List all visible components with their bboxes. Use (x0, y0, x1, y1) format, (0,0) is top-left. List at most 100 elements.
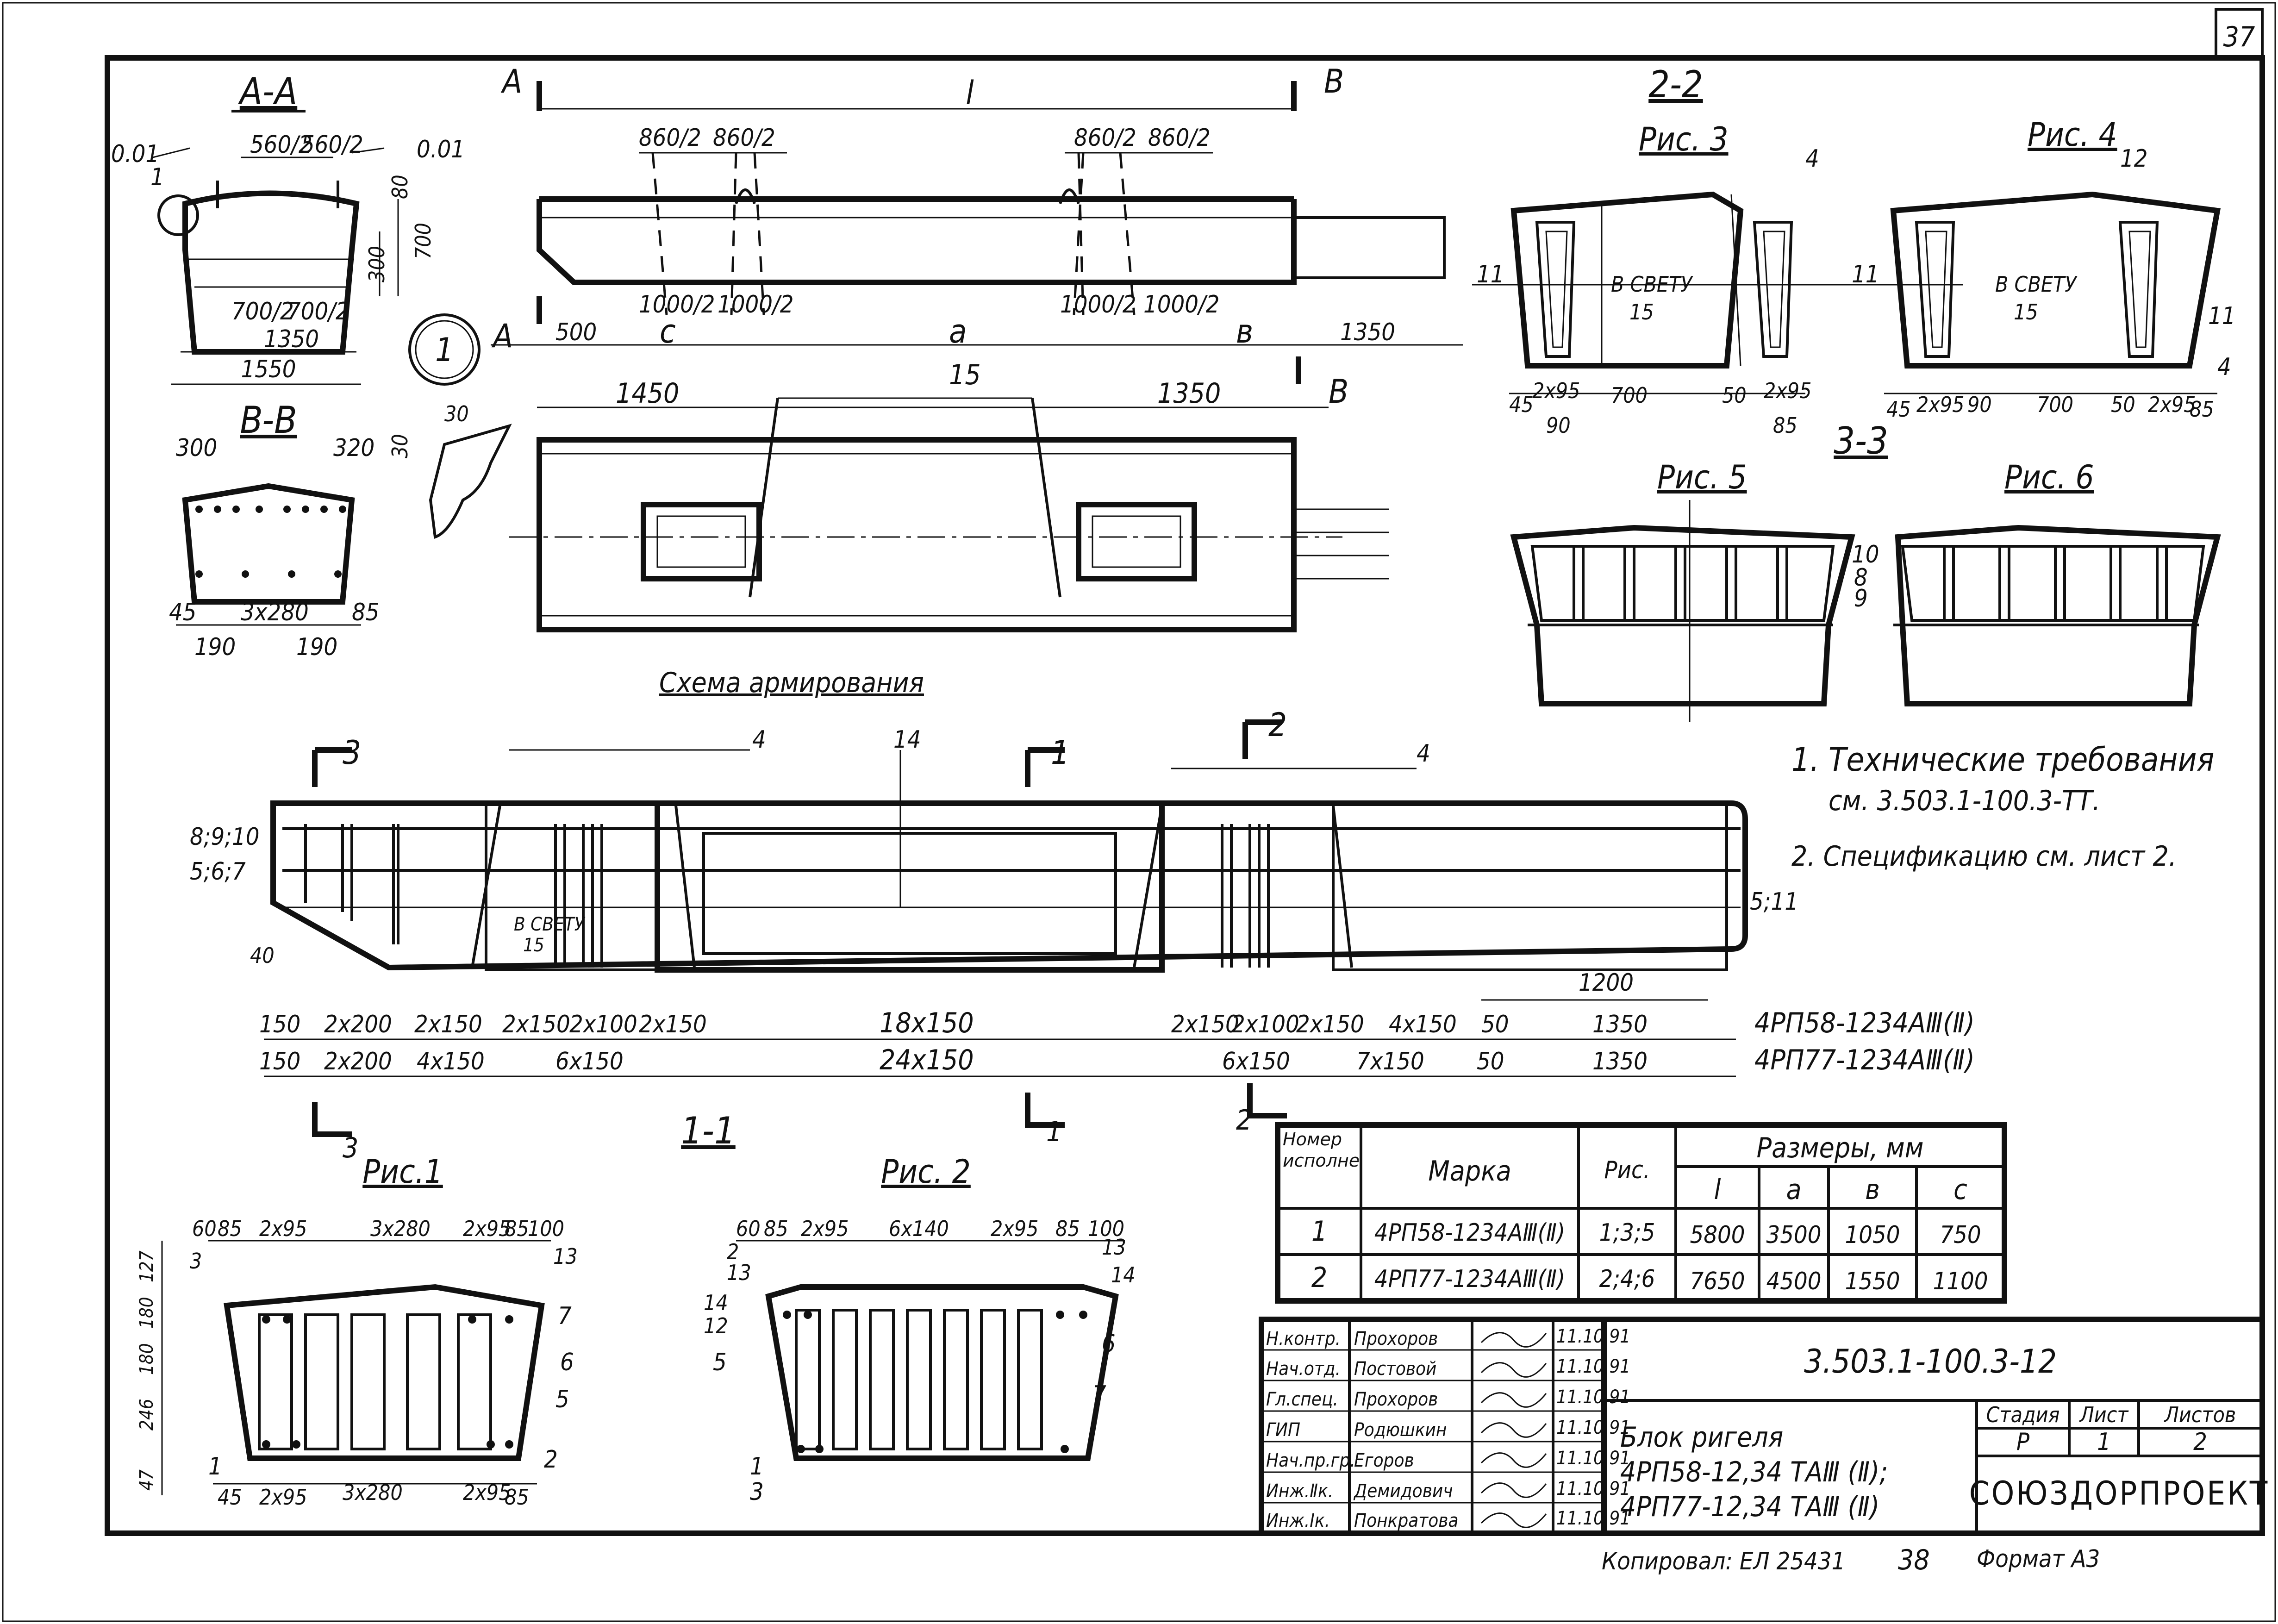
svg-text:11: 11 (1852, 261, 1879, 288)
header-sizes: Размеры, мм (1757, 1132, 1924, 1164)
svg-text:4РП58-1234АⅢ(Ⅱ): 4РП58-1234АⅢ(Ⅱ) (1374, 1219, 1565, 1247)
svg-text:60: 60 (192, 1216, 217, 1241)
svg-text:60: 60 (736, 1216, 761, 1241)
svg-text:2x95: 2x95 (259, 1485, 307, 1510)
svg-text:5800: 5800 (1690, 1221, 1745, 1249)
signature-row: Н.контр. Прохоров 11.10.91 (1266, 1326, 1630, 1349)
footer: Копировал: ЕЛ 25431 38 Формат А3 (1602, 1544, 2100, 1576)
svg-text:2x100: 2x100 (1231, 1011, 1299, 1038)
section-3-3: 3-3 Рис. 5 Рис. 6 10 8 9 (1510, 419, 2221, 722)
svg-text:127: 127 (136, 1250, 157, 1282)
svg-text:1550: 1550 (1845, 1268, 1900, 1295)
svg-text:860/2: 860/2 (713, 124, 775, 152)
svg-text:2x95: 2x95 (1764, 378, 1811, 403)
svg-text:Инж.Ⅱк.: Инж.Ⅱк. (1266, 1480, 1333, 1502)
svg-text:7: 7 (1092, 1381, 1106, 1409)
svg-text:2x150: 2x150 (639, 1011, 707, 1038)
svg-text:Листов: Листов (2164, 1402, 2236, 1427)
svg-text:9: 9 (1854, 585, 1868, 612)
svg-text:180: 180 (136, 1297, 157, 1329)
section-bb: B-B 300 320 45 3x280 85 190 190 (169, 399, 380, 661)
svg-text:2x150: 2x150 (1171, 1011, 1239, 1038)
svg-text:3-3: 3-3 (1834, 419, 1888, 462)
svg-text:4x150: 4x150 (417, 1048, 485, 1075)
svg-text:0.01: 0.01 (417, 136, 465, 163)
svg-text:Гл.спец.: Гл.спец. (1266, 1389, 1338, 1410)
svg-text:50: 50 (1722, 383, 1747, 408)
table-row: 2 4РП77-1234АⅢ(Ⅱ) 2;4;6 7650 4500 1550 1… (1311, 1262, 1988, 1295)
svg-text:B: B (1329, 373, 1348, 411)
signature-row: Нач.отд. Постовой 11.10.91 (1266, 1356, 1630, 1380)
svg-text:750: 750 (1940, 1221, 1981, 1249)
format-label: Формат А3 (1977, 1545, 2100, 1573)
reinf-title: Схема армирования (659, 667, 924, 699)
svg-text:2x95: 2x95 (801, 1216, 849, 1241)
item-line-2: 4РП58-12,34 ТАⅢ (Ⅱ); (1620, 1456, 1888, 1488)
svg-text:320: 320 (333, 434, 374, 462)
svg-text:a: a (1786, 1174, 1801, 1206)
svg-text:50: 50 (1481, 1011, 1509, 1038)
signature-row: ГИП Родюшкин 11.10.91 (1266, 1417, 1630, 1441)
figure-1: Рис.1 60 85 2x95 3x280 2x95 85 100 127 1… (136, 1153, 578, 1510)
svg-text:15: 15 (523, 935, 544, 956)
svg-text:1350: 1350 (1592, 1048, 1648, 1075)
svg-text:40: 40 (250, 943, 275, 968)
svg-text:4500: 4500 (1766, 1268, 1821, 1295)
svg-text:45: 45 (169, 599, 197, 626)
svg-text:6x150: 6x150 (555, 1048, 624, 1075)
svg-text:85: 85 (218, 1216, 242, 1241)
svg-text:15: 15 (949, 359, 981, 391)
svg-text:4: 4 (752, 726, 766, 754)
svg-text:11: 11 (2208, 302, 2236, 330)
svg-text:13: 13 (727, 1260, 751, 1285)
svg-text:11.10.91: 11.10.91 (1556, 1387, 1630, 1408)
svg-text:3: 3 (190, 1249, 202, 1274)
page-number-box (2215, 8, 2264, 59)
svg-text:8: 8 (1854, 564, 1868, 592)
svg-text:15: 15 (2014, 300, 2038, 325)
svg-text:3x280: 3x280 (241, 599, 309, 626)
svg-text:2;4;6: 2;4;6 (1599, 1265, 1655, 1293)
svg-text:85: 85 (352, 599, 380, 626)
svg-text:Рис. 5: Рис. 5 (1657, 458, 1747, 496)
svg-text:6x140: 6x140 (889, 1216, 949, 1241)
svg-text:0.01: 0.01 (111, 140, 159, 168)
svg-text:860/2: 860/2 (1074, 124, 1136, 152)
cut-b-label: B (1324, 62, 1344, 100)
svg-text:c: c (660, 312, 676, 350)
svg-text:47: 47 (136, 1469, 157, 1491)
signature (1480, 1452, 1547, 1468)
document-code: 3.503.1-100.3-12 (1804, 1343, 2057, 1380)
signature-row: Инж.Ⅰк. Понкратова 11.10.91 (1266, 1508, 1630, 1531)
svg-text:Рис. 2: Рис. 2 (881, 1153, 971, 1191)
svg-text:3x280: 3x280 (343, 1480, 403, 1505)
svg-text:50: 50 (2111, 392, 2135, 417)
svg-text:45: 45 (218, 1485, 242, 1510)
detail-1: 1 30 30 (387, 313, 512, 539)
svg-text:1: 1 (1311, 1215, 1327, 1248)
svg-text:7650: 7650 (1690, 1268, 1745, 1295)
svg-text:700/2: 700/2 (231, 298, 294, 325)
svg-text:1550: 1550 (241, 356, 296, 383)
svg-text:2x150: 2x150 (414, 1011, 482, 1038)
svg-text:2x95: 2x95 (259, 1216, 307, 1241)
svg-text:50: 50 (1477, 1048, 1504, 1075)
svg-text:560/2: 560/2 (301, 131, 363, 159)
svg-text:14: 14 (704, 1290, 728, 1315)
footer-number: 38 (1898, 1544, 1930, 1576)
detail-callout (157, 194, 199, 236)
svg-text:1000/2: 1000/2 (1060, 291, 1136, 319)
svg-text:11.10.91: 11.10.91 (1556, 1448, 1630, 1469)
svg-text:4: 4 (1805, 145, 1819, 173)
svg-text:1: 1 (1046, 1116, 1062, 1148)
svg-text:Инж.Ⅰк.: Инж.Ⅰк. (1266, 1510, 1330, 1531)
svg-text:5: 5 (555, 1386, 569, 1413)
svg-text:150: 150 (259, 1011, 300, 1038)
svg-text:700: 700 (411, 223, 436, 259)
svg-text:2: 2 (1311, 1262, 1327, 1294)
note-2: 2. Спецификацию см. лист 2. (1791, 840, 2177, 873)
svg-text:13: 13 (553, 1244, 578, 1269)
svg-text:Р: Р (2016, 1428, 2030, 1456)
